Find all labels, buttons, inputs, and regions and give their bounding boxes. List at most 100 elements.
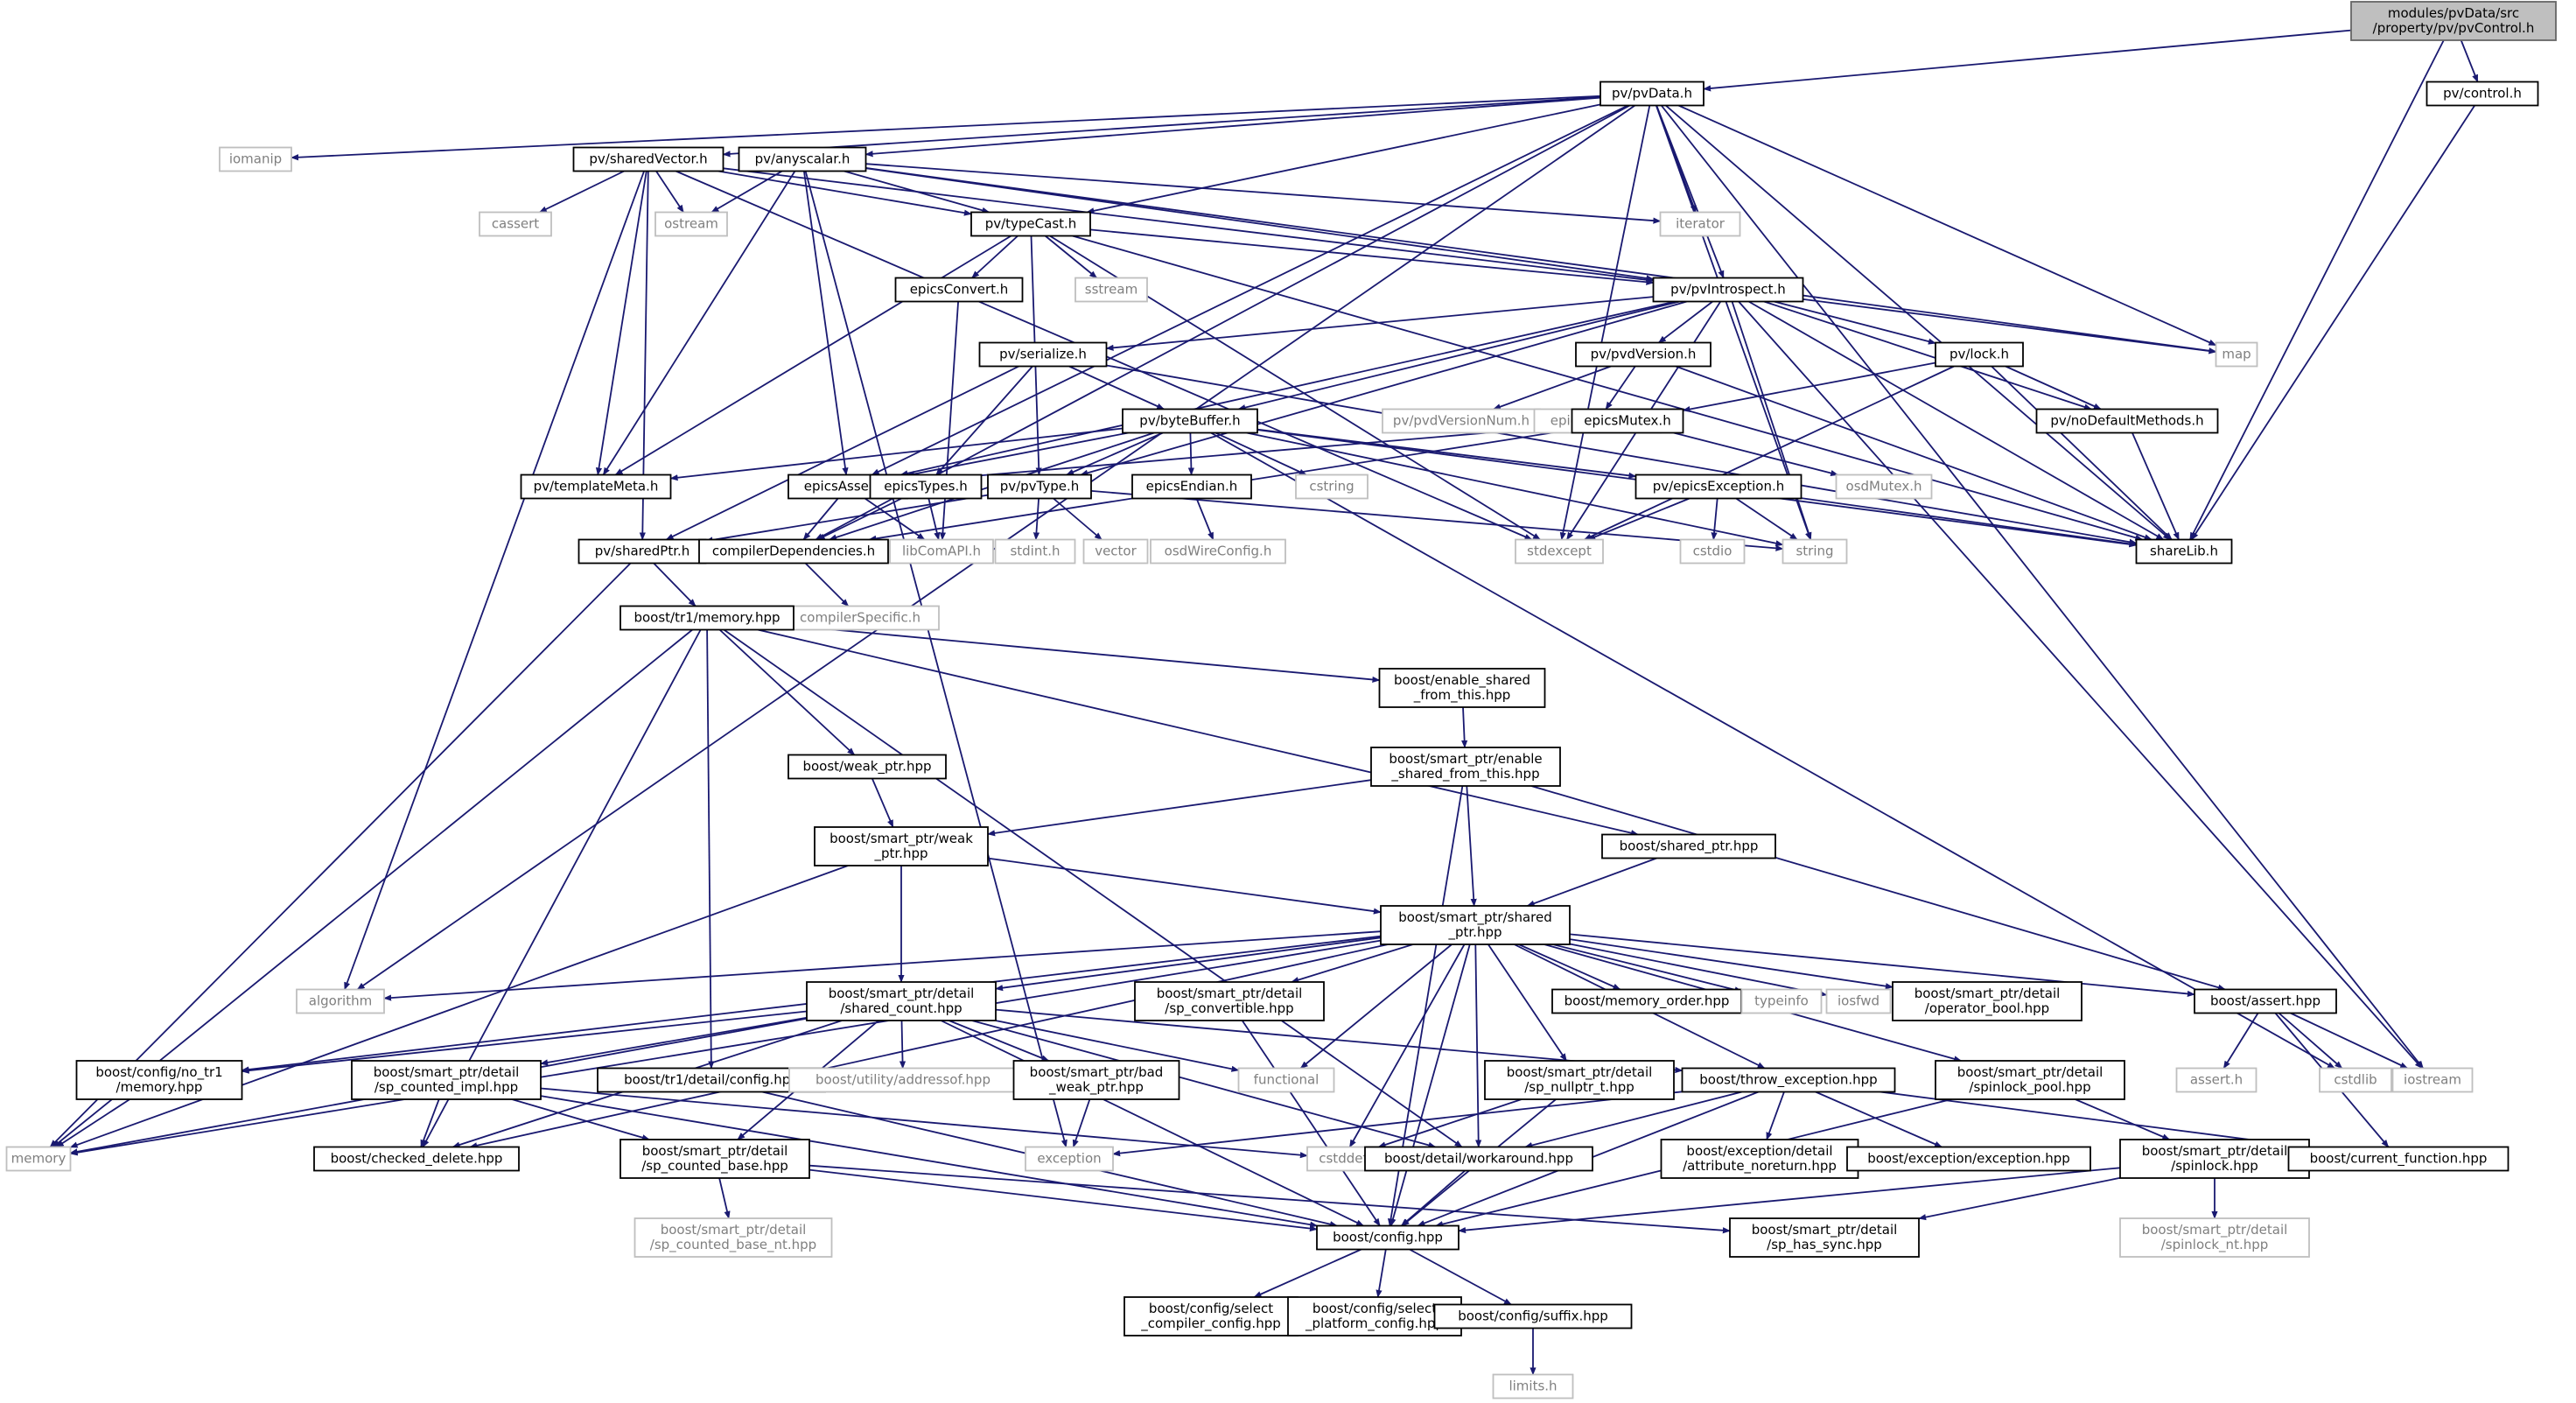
- node-tr1Config[interactable]: boost/tr1/detail/config.hpp: [597, 1067, 826, 1093]
- node-badWeakPtr[interactable]: boost/smart_ptr/bad_weak_ptr.hpp: [1012, 1060, 1180, 1100]
- node-box: [1601, 833, 1776, 859]
- edge-configHpp-to-suffix: [1409, 1248, 1512, 1306]
- node-control[interactable]: pv/control.h: [2426, 81, 2539, 107]
- node-sharedPtrHpp[interactable]: boost/shared_ptr.hpp: [1601, 833, 1776, 859]
- edge-spSharedCount-to-workaround: [971, 1020, 1437, 1148]
- edge-pvData-to-pvIntrospect: [1656, 105, 1725, 279]
- node-label: stdexcept: [1527, 544, 1592, 559]
- node-spCountedImpl[interactable]: boost/smart_ptr/detail/sp_counted_impl.h…: [351, 1060, 542, 1100]
- edge-serialize-to-byteBuffer: [1068, 365, 1166, 410]
- node-label: pv/serialize.h: [999, 347, 1087, 362]
- node-spinlockPool[interactable]: boost/smart_ptr/detail/spinlock_pool.hpp: [1935, 1060, 2125, 1100]
- node-throwException[interactable]: boost/throw_exception.hpp: [1681, 1067, 1896, 1093]
- edge-spSharedCount-to-functional: [995, 1020, 1240, 1072]
- node-spWeakPtr[interactable]: boost/smart_ptr/weak_ptr.hpp: [814, 826, 989, 866]
- node-box: [1364, 1146, 1593, 1172]
- node-label: pv/typeCast.h: [985, 216, 1077, 232]
- node-box: [1382, 408, 1541, 434]
- edge-spNullptr-to-cstddef: [1377, 1098, 1522, 1148]
- edge-pvData-to-map: [1677, 104, 2217, 347]
- node-noTr1Memory[interactable]: boost/config/no_tr1/memory.hpp: [75, 1060, 243, 1100]
- node-byteBuffer[interactable]: pv/byteBuffer.h: [1122, 408, 1258, 434]
- node-spNullptr[interactable]: boost/smart_ptr/detail/sp_nullptr_t.hpp: [1484, 1060, 1675, 1100]
- node-spHasSync[interactable]: boost/smart_ptr/detail/sp_has_sync.hpp: [1729, 1217, 1920, 1258]
- node-enableShared[interactable]: boost/enable_shared_from_this.hpp: [1378, 668, 1546, 708]
- edge-pvType-to-stdint: [1032, 498, 1040, 541]
- node-workaround[interactable]: boost/detail/workaround.hpp: [1364, 1146, 1593, 1172]
- edge-pvData-to-stdexcept: [1559, 105, 1651, 541]
- node-anyscalar[interactable]: pv/anyscalar.h: [738, 146, 867, 172]
- node-epicsEndian[interactable]: epicsEndian.h: [1131, 474, 1252, 500]
- node-label: sstream: [1085, 282, 1138, 298]
- node-noDefaultMethods[interactable]: pv/noDefaultMethods.h: [2035, 408, 2219, 434]
- node-lock[interactable]: pv/lock.h: [1935, 341, 2024, 368]
- node-selectCompiler[interactable]: boost/config/select_compiler_config.hpp: [1124, 1296, 1298, 1336]
- node-pvIntrospect[interactable]: pv/pvIntrospect.h: [1652, 277, 1804, 303]
- node-box: [654, 211, 728, 237]
- node-epicsConvert[interactable]: epicsConvert.h: [894, 277, 1024, 303]
- edge-spCountedBase-to-configHpp: [808, 1168, 1318, 1232]
- node-box: [479, 211, 552, 237]
- node-memoryOrder[interactable]: boost/memory_order.hpp: [1551, 988, 1742, 1014]
- node-spCountedBase[interactable]: boost/smart_ptr/detail/sp_counted_base.h…: [620, 1139, 810, 1179]
- node-compilerSpecific: compilerSpecific.h: [780, 605, 940, 631]
- node-cassert: cassert: [479, 211, 552, 237]
- node-configHpp[interactable]: boost/config.hpp: [1316, 1224, 1460, 1251]
- node-checkedDelete[interactable]: boost/checked_delete.hpp: [313, 1146, 520, 1172]
- node-box: [520, 474, 672, 500]
- node-assertHpp[interactable]: boost/assert.hpp: [2194, 988, 2337, 1014]
- node-spinlock[interactable]: boost/smart_ptr/detail/spinlock.hpp: [2119, 1139, 2310, 1179]
- node-shareLib[interactable]: shareLib.h: [2135, 538, 2233, 565]
- node-suffix[interactable]: boost/config/suffix.hpp: [1433, 1303, 1633, 1329]
- edge-sharedVector-to-pvIntrospect: [723, 167, 1655, 284]
- node-box: [738, 146, 867, 172]
- node-spEnableShared[interactable]: boost/smart_ptr/enable_shared_from_this.…: [1370, 747, 1561, 787]
- edge-spSharedPtr-to-workaround: [1474, 944, 1482, 1148]
- node-box: [1846, 1146, 2091, 1172]
- edge-spSharedPtr-to-spSharedCount: [995, 937, 1382, 992]
- node-selectPlatform[interactable]: boost/config/select_platform_config.hpp: [1287, 1296, 1462, 1336]
- node-label: /sp_has_sync.hpp: [1767, 1237, 1882, 1253]
- node-box: [869, 474, 983, 500]
- node-templateMeta[interactable]: pv/templateMeta.h: [520, 474, 672, 500]
- edge-lock-to-epicsMutex: [1682, 361, 1936, 413]
- node-operatorBool[interactable]: boost/smart_ptr/detail/operator_bool.hpp: [1892, 981, 2082, 1021]
- node-spSharedCount[interactable]: boost/smart_ptr/detail/shared_count.hpp: [806, 981, 997, 1021]
- edge-spSharedPtr-to-memory: [69, 939, 1382, 1156]
- node-spinlockNt: boost/smart_ptr/detail/spinlock_nt.hpp: [2119, 1217, 2310, 1258]
- node-epicsMutex[interactable]: epicsMutex.h: [1571, 408, 1684, 434]
- node-attrNoreturn[interactable]: boost/exception/detail/attribute_noretur…: [1660, 1139, 1859, 1179]
- node-sharedVector[interactable]: pv/sharedVector.h: [572, 146, 724, 172]
- node-pvControl[interactable]: modules/pvData/src/property/pv/pvControl…: [2350, 1, 2557, 41]
- node-exceptionHpp[interactable]: boost/exception/exception.hpp: [1846, 1146, 2091, 1172]
- node-label: boost/tr1/detail/config.hpp: [624, 1072, 799, 1088]
- edge-pvIntrospect-to-pvType: [1080, 300, 1688, 476]
- node-serialize[interactable]: pv/serialize.h: [978, 341, 1108, 368]
- edge-assertHpp-to-iostream: [2290, 1012, 2409, 1070]
- node-pvData[interactable]: pv/pvData.h: [1600, 81, 1704, 107]
- edge-serialize-to-sharedPtr: [665, 365, 1019, 541]
- node-label: boost/config/select: [1312, 1301, 1437, 1316]
- node-epicsTypes[interactable]: epicsTypes.h: [869, 474, 983, 500]
- edge-spEnableShared-to-assertHpp: [1530, 785, 2226, 991]
- node-label: boost/smart_ptr/detail: [2142, 1143, 2288, 1160]
- node-spSharedPtr[interactable]: boost/smart_ptr/shared_ptr.hpp: [1380, 905, 1571, 945]
- node-spConvertible[interactable]: boost/smart_ptr/detail/sp_convertible.hp…: [1134, 981, 1325, 1021]
- node-box: [597, 1067, 826, 1093]
- node-compilerDependencies[interactable]: compilerDependencies.h: [698, 538, 889, 565]
- node-epicsException[interactable]: pv/epicsException.h: [1634, 474, 1802, 500]
- node-tr1memory[interactable]: boost/tr1/memory.hpp: [620, 605, 794, 631]
- node-pvType[interactable]: pv/pvType.h: [987, 474, 1092, 500]
- node-pvdVersion[interactable]: pv/pvdVersion.h: [1575, 341, 1712, 368]
- node-label: algorithm: [309, 993, 372, 1009]
- edge-lock-to-stdexcept: [1583, 365, 1955, 541]
- node-typeCast[interactable]: pv/typeCast.h: [970, 211, 1091, 237]
- edge-pvIntrospect-to-serialize: [1105, 296, 1654, 351]
- node-label: boost/smart_ptr/bad: [1030, 1064, 1164, 1081]
- node-weakPtrHpp[interactable]: boost/weak_ptr.hpp: [788, 754, 947, 780]
- node-sharedPtr[interactable]: pv/sharedPtr.h: [578, 538, 707, 565]
- node-currentFunction[interactable]: boost/current_function.hpp: [2287, 1146, 2510, 1172]
- edge-sharedVector-to-templateMeta: [595, 171, 648, 476]
- edge-anyscalar-to-iterator: [865, 163, 1662, 224]
- node-box: [620, 605, 794, 631]
